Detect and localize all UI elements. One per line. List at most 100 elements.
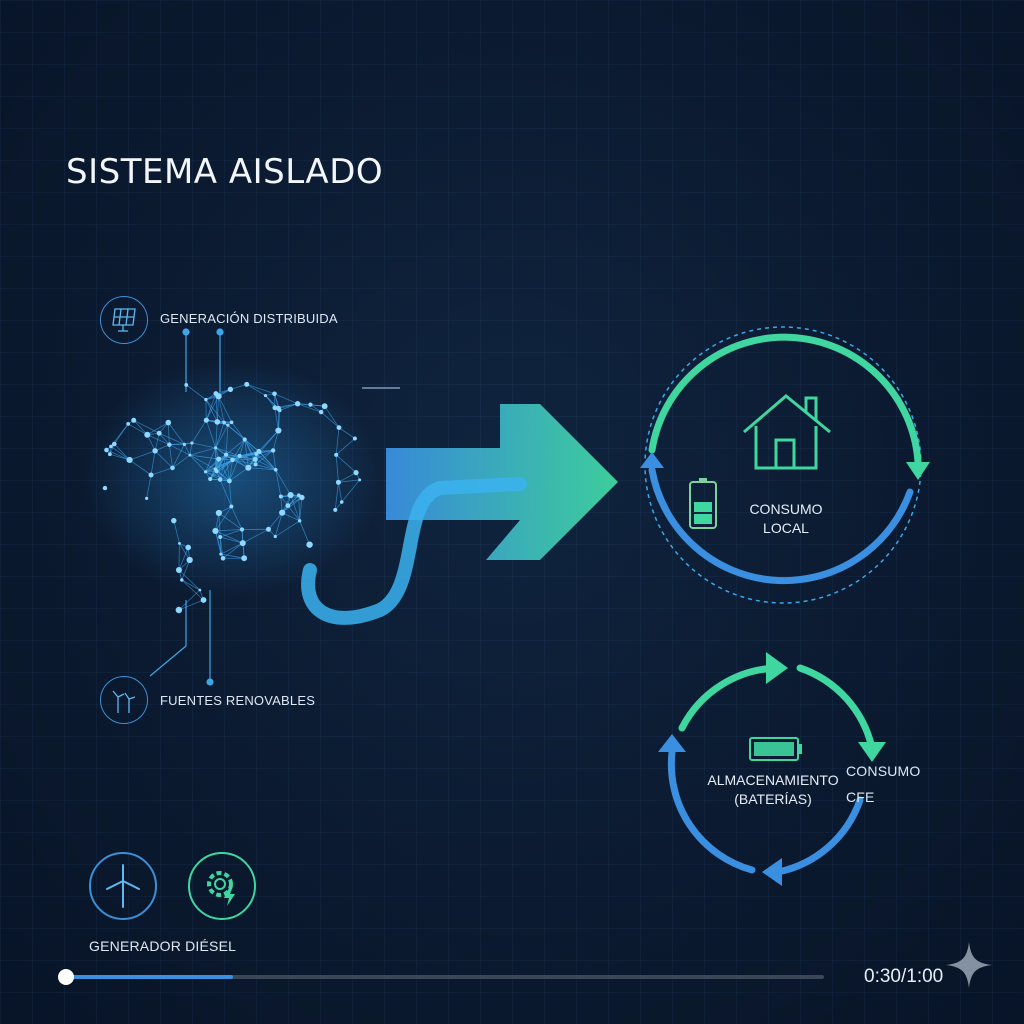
progress-knob[interactable] [58,969,74,985]
brain-link [335,454,339,483]
brain-node [265,526,271,532]
brain-node [104,447,109,453]
brain-link [232,450,259,461]
brain-node [222,420,226,425]
solar-panel-icon [100,296,148,344]
brain-node [296,493,301,498]
brain-node [241,555,248,562]
brain-link [258,450,277,471]
brain-link [230,383,247,390]
brain-link [150,467,173,476]
brain-node [230,457,235,463]
brain-link [215,422,225,449]
brain-link [299,497,303,521]
brain-node [212,527,219,535]
brain-network-icon [82,358,382,614]
brain-link [275,520,300,537]
brain-node [186,556,193,564]
brain-link [189,454,206,473]
brain-node [107,452,112,457]
brain-link [109,453,130,461]
brain-link [167,422,185,445]
brain-link [215,393,218,422]
brain-node [335,479,341,485]
brain-node [353,469,359,476]
brain-link [254,450,274,460]
brain-link [205,471,230,482]
brain-link [299,520,310,545]
progress-bar[interactable] [58,969,824,985]
brain-node [245,464,252,471]
connector-lines [149,328,224,686]
storage-label: ALMACENAMIENTO (BATERÍAS) [700,771,846,809]
brain-node [200,597,207,603]
slide-title: SISTEMA AISLADO [66,152,384,192]
brain-node [358,478,362,482]
brain-node [297,519,302,523]
brain-node [239,540,246,547]
brain-node [285,503,291,508]
brain-node [170,465,175,471]
brain-link [178,589,201,611]
brain-node [252,456,258,462]
cfe-consumption-line2: CFE [846,789,875,805]
brain-link [205,471,221,480]
brain-link [205,420,217,449]
brain-link [242,528,269,544]
brain-node [213,391,219,396]
brain-node [167,442,172,447]
brain-node [227,386,234,393]
brain-link [168,444,173,468]
brain-node [227,478,232,484]
brain-node [270,448,276,453]
brain-link [248,467,276,471]
brain-node [299,494,305,501]
brain-link [158,433,170,445]
brain-node [275,427,282,434]
brain-node [226,423,230,427]
wind-turbine-icon [89,852,157,920]
brain-link [338,479,360,483]
brain-node [334,452,339,457]
brain-link [159,432,185,445]
brain-link [230,506,243,530]
renewable-sources-label: FUENTES RENOVABLES [160,693,316,708]
brain-link [178,547,189,571]
sparkle-icon [946,942,992,988]
distributed-generation-label: GENERACIÓN DISTRIBUIDA [160,311,338,326]
storage-line1: ALMACENAMIENTO [707,772,839,788]
brain-link [179,543,191,561]
brain-link [129,450,156,461]
wind-turbine-icon [100,676,148,724]
brain-link [154,450,173,469]
brain-node [214,446,218,450]
brain-node [237,453,242,458]
brain-node [145,496,149,500]
storage-line2: (BATERÍAS) [734,791,812,807]
brain-node [336,425,342,431]
brain-node [308,402,313,407]
brain-link [215,424,229,449]
brain-link [279,403,298,411]
brain-link [150,450,156,476]
brain-node [273,467,278,472]
brain-node [198,588,202,592]
brain-node [184,383,189,387]
brain-node [144,431,151,438]
brain-link [146,474,152,499]
brain-node [131,417,137,423]
brain-link [167,422,170,445]
brain-node [213,467,218,471]
brain-link [231,422,246,440]
brain-link [114,443,130,461]
brain-node [180,578,184,582]
brain-link [172,454,191,469]
brain-node [203,470,208,474]
brain-node [102,485,108,491]
brain-link [229,459,233,482]
battery-small-icon [689,478,717,529]
brain-link [178,599,204,611]
gear-bolt-icon [188,852,256,920]
brain-link [254,459,276,471]
